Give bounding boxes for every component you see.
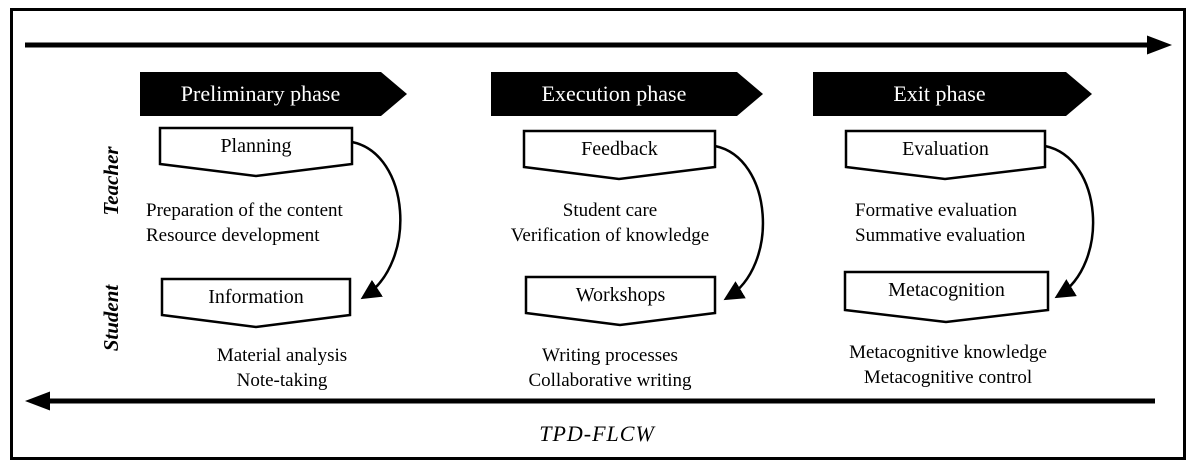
banner-preliminary-phase-label: Preliminary phase: [180, 81, 341, 106]
workshops-pennant-shape: [524, 275, 717, 327]
teacher-desc-line: Formative evaluation: [855, 200, 1017, 221]
teacher-desc-line: Student care: [562, 200, 658, 221]
feedback-box-label: Feedback: [581, 138, 658, 160]
row-label-teacher: Teacher: [99, 146, 123, 216]
teacher-desc-execution: Student care Verification of knowledge: [480, 198, 740, 248]
student-desc-line: Writing processes: [542, 345, 678, 366]
feedback-pennant-shape: [522, 129, 717, 181]
connector-planning-to-information: [351, 140, 402, 300]
information-pennant-shape: [160, 277, 352, 329]
teacher-desc-line: Verification of knowledge: [510, 225, 710, 246]
evaluation-pennant-shape: [844, 129, 1047, 181]
student-desc-line: Material analysis: [216, 345, 348, 366]
banner-execution-phase: Execution phase: [491, 72, 763, 116]
row-label-student: Student: [99, 284, 123, 352]
teacher-desc-line: Preparation of the content: [146, 200, 343, 221]
student-desc-line: Metacognitive control: [863, 367, 1033, 388]
student-desc-line: Metacognitive knowledge: [849, 342, 1047, 363]
student-desc-preliminary: Material analysis Note-taking: [162, 343, 402, 393]
teacher-desc-preliminary: Preparation of the content Resource deve…: [146, 198, 343, 248]
top-timeline-arrow: [25, 35, 1172, 55]
teacher-desc-exit: Formative evaluation Summative evaluatio…: [855, 198, 1025, 248]
planning-pennant-shape: [158, 126, 354, 178]
student-desc-line: Note-taking: [236, 370, 328, 391]
workshops-box-label: Workshops: [575, 284, 666, 306]
banner-exit-phase-label: Exit phase: [893, 81, 986, 106]
planning-box-label: Planning: [220, 135, 292, 157]
connector-evaluation-to-metacognition: [1044, 144, 1095, 299]
bottom-timeline-arrow: [25, 391, 1155, 411]
student-desc-exit: Metacognitive knowledge Metacognitive co…: [828, 340, 1068, 390]
outer-border: [10, 8, 1186, 460]
teacher-desc-line: Resource development: [146, 225, 320, 246]
student-desc-line: Collaborative writing: [528, 370, 692, 391]
teacher-desc-line: Summative evaluation: [855, 225, 1026, 246]
student-desc-execution: Writing processes Collaborative writing: [490, 343, 730, 393]
banner-preliminary-phase: Preliminary phase: [140, 72, 407, 116]
connector-feedback-to-workshops: [714, 144, 765, 301]
evaluation-box-label: Evaluation: [902, 138, 989, 160]
banner-execution-phase-label: Execution phase: [541, 81, 687, 106]
information-box-label: Information: [208, 286, 304, 308]
diagram-caption: TPD-FLCW: [539, 421, 655, 446]
metacognition-box-label: Metacognition: [888, 279, 1005, 301]
banner-exit-phase: Exit phase: [813, 72, 1092, 116]
metacognition-pennant-shape: [843, 270, 1050, 324]
